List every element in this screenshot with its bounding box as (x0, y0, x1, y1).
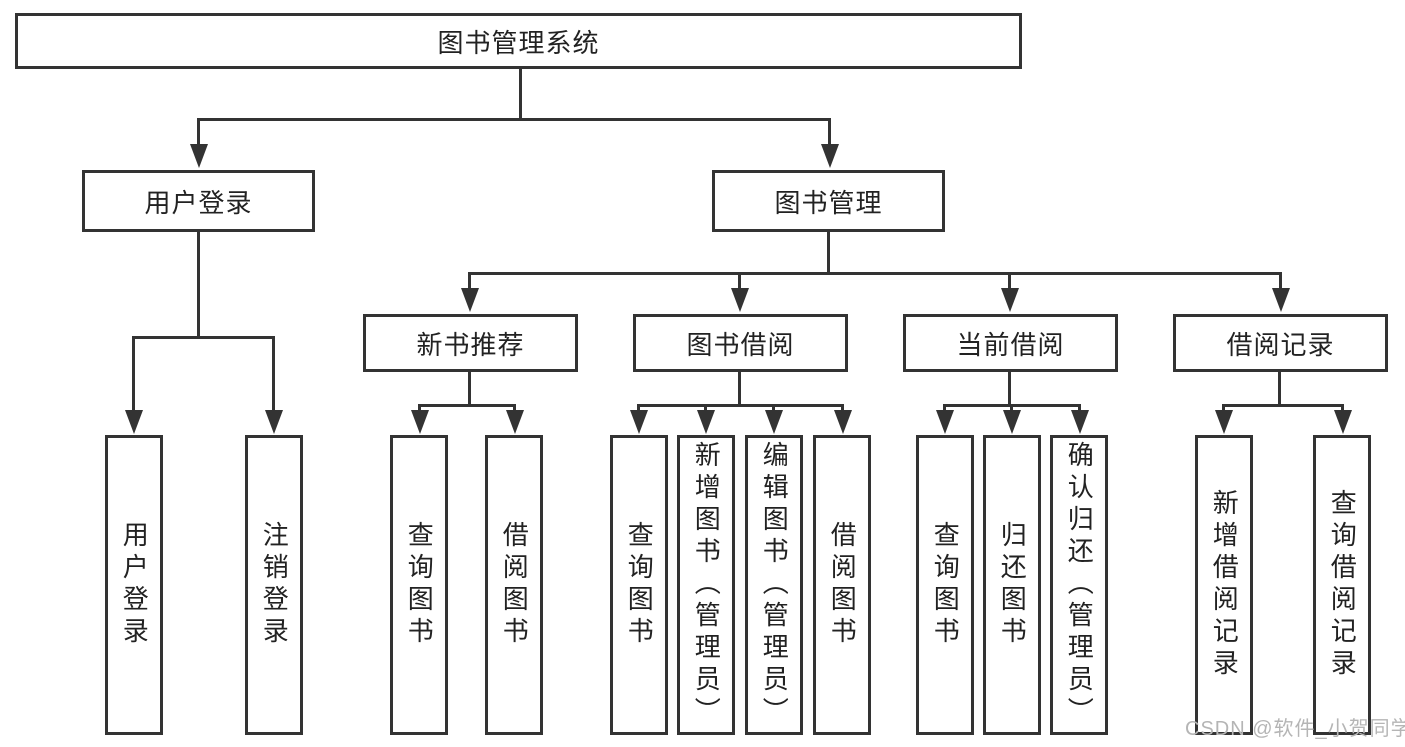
leaf-cb-query-books-label: 查询图书 (930, 521, 961, 649)
connector-drop-cb1 (943, 404, 946, 411)
node-current-borrow-label: 当前借阅 (956, 329, 1065, 360)
connector-drop-nb1 (418, 404, 421, 411)
connector-drop-current-borrow (1008, 272, 1011, 288)
leaf-nb-borrow-books: 借阅图书 (485, 435, 543, 735)
csdn-watermark: CSDN @软件_小贺同学 (1185, 718, 1405, 740)
leaf-bb-edit-books-admin: 编辑图书（管理员） (745, 435, 803, 735)
connector-drop-bb3 (772, 404, 775, 411)
connector-root-stem (519, 69, 522, 118)
arrowhead-current-borrow (1001, 288, 1019, 312)
arrowhead-login-leaf (125, 410, 143, 434)
node-new-books: 新书推荐 (363, 314, 578, 372)
arrowhead-bb1 (630, 410, 648, 434)
connector-newbooks-stem (468, 372, 471, 404)
connector-root-bar (197, 118, 831, 121)
leaf-nb-borrow-books-label: 借阅图书 (499, 521, 530, 649)
connector-drop-bb1 (637, 404, 640, 411)
leaf-bb-query-books: 查询图书 (610, 435, 668, 735)
node-book-mgmt: 图书管理 (712, 170, 945, 232)
leaf-bb-query-books-label: 查询图书 (624, 521, 655, 649)
node-root: 图书管理系统 (15, 13, 1022, 69)
arrowhead-book-mgmt (821, 144, 839, 168)
connector-drop-logout-leaf (272, 336, 275, 410)
node-root-label: 图书管理系统 (437, 27, 600, 58)
leaf-bb-add-books-admin: 新增图书（管理员） (677, 435, 735, 735)
leaf-user-login: 用户登录 (105, 435, 163, 735)
connector-borrowrecords-stem (1278, 372, 1281, 404)
connector-bookborrow-bar (637, 404, 844, 407)
arrowhead-bb2 (697, 410, 715, 434)
connector-userlogin-stem (197, 232, 200, 336)
leaf-cb-confirm-return-admin: 确认归还（管理员） (1050, 435, 1108, 735)
leaf-br-add-record: 新增借阅记录 (1195, 435, 1253, 735)
connector-drop-login-leaf (132, 336, 135, 410)
arrowhead-logout-leaf (265, 410, 283, 434)
connector-drop-new-books (468, 272, 471, 288)
leaf-cb-confirm-return-admin-label: 确认归还（管理员） (1064, 441, 1095, 729)
connector-drop-br2 (1341, 404, 1344, 411)
leaf-bb-add-books-admin-label: 新增图书（管理员） (691, 441, 722, 729)
node-current-borrow: 当前借阅 (903, 314, 1118, 372)
connector-bookmgmt-bar (469, 272, 1282, 275)
connector-userlogin-bar (132, 336, 275, 339)
leaf-logout: 注销登录 (245, 435, 303, 735)
arrowhead-book-borrow (731, 288, 749, 312)
arrowhead-cb1 (936, 410, 954, 434)
arrowhead-nb1 (411, 410, 429, 434)
node-user-login-label: 用户登录 (144, 187, 253, 218)
node-book-borrow-label: 图书借阅 (686, 329, 795, 360)
arrowhead-nb2 (506, 410, 524, 434)
connector-drop-cb2 (1010, 404, 1013, 411)
arrowhead-cb2 (1003, 410, 1021, 434)
connector-currentborrow-stem (1008, 372, 1011, 404)
connector-drop-user-login (197, 118, 200, 146)
arrowhead-cb3 (1071, 410, 1089, 434)
connector-drop-br1 (1222, 404, 1225, 411)
node-borrow-records: 借阅记录 (1173, 314, 1388, 372)
connector-drop-bb2 (704, 404, 707, 411)
node-user-login: 用户登录 (82, 170, 315, 232)
connector-drop-cb3 (1078, 404, 1081, 411)
leaf-cb-return-books-label: 归还图书 (997, 521, 1028, 649)
connector-drop-book-borrow (738, 272, 741, 288)
arrowhead-user-login (190, 144, 208, 168)
leaf-nb-query-books-label: 查询图书 (404, 521, 435, 649)
node-book-mgmt-label: 图书管理 (774, 187, 883, 218)
leaf-br-query-record: 查询借阅记录 (1313, 435, 1371, 735)
arrowhead-br1 (1215, 410, 1233, 434)
arrowhead-br2 (1334, 410, 1352, 434)
leaf-bb-borrow-books-label: 借阅图书 (827, 521, 858, 649)
connector-borrowrecords-bar (1222, 404, 1344, 407)
connector-bookborrow-stem (738, 372, 741, 404)
leaf-user-login-label: 用户登录 (119, 521, 150, 649)
connector-drop-borrow-records (1279, 272, 1282, 288)
arrowhead-bb4 (834, 410, 852, 434)
leaf-cb-query-books: 查询图书 (916, 435, 974, 735)
arrowhead-borrow-records (1272, 288, 1290, 312)
connector-drop-nb2 (513, 404, 516, 411)
leaf-br-add-record-label: 新增借阅记录 (1209, 489, 1240, 681)
leaf-bb-borrow-books: 借阅图书 (813, 435, 871, 735)
leaf-logout-label: 注销登录 (259, 521, 290, 649)
connector-drop-book-mgmt (828, 118, 831, 146)
leaf-br-query-record-label: 查询借阅记录 (1327, 489, 1358, 681)
connector-newbooks-bar (418, 404, 516, 407)
node-book-borrow: 图书借阅 (633, 314, 848, 372)
node-new-books-label: 新书推荐 (416, 329, 525, 360)
leaf-nb-query-books: 查询图书 (390, 435, 448, 735)
arrowhead-bb3 (765, 410, 783, 434)
node-borrow-records-label: 借阅记录 (1226, 329, 1335, 360)
connector-drop-bb4 (841, 404, 844, 411)
arrowhead-new-books (461, 288, 479, 312)
leaf-bb-edit-books-admin-label: 编辑图书（管理员） (759, 441, 790, 729)
leaf-cb-return-books: 归还图书 (983, 435, 1041, 735)
connector-bookmgmt-stem (827, 232, 830, 272)
